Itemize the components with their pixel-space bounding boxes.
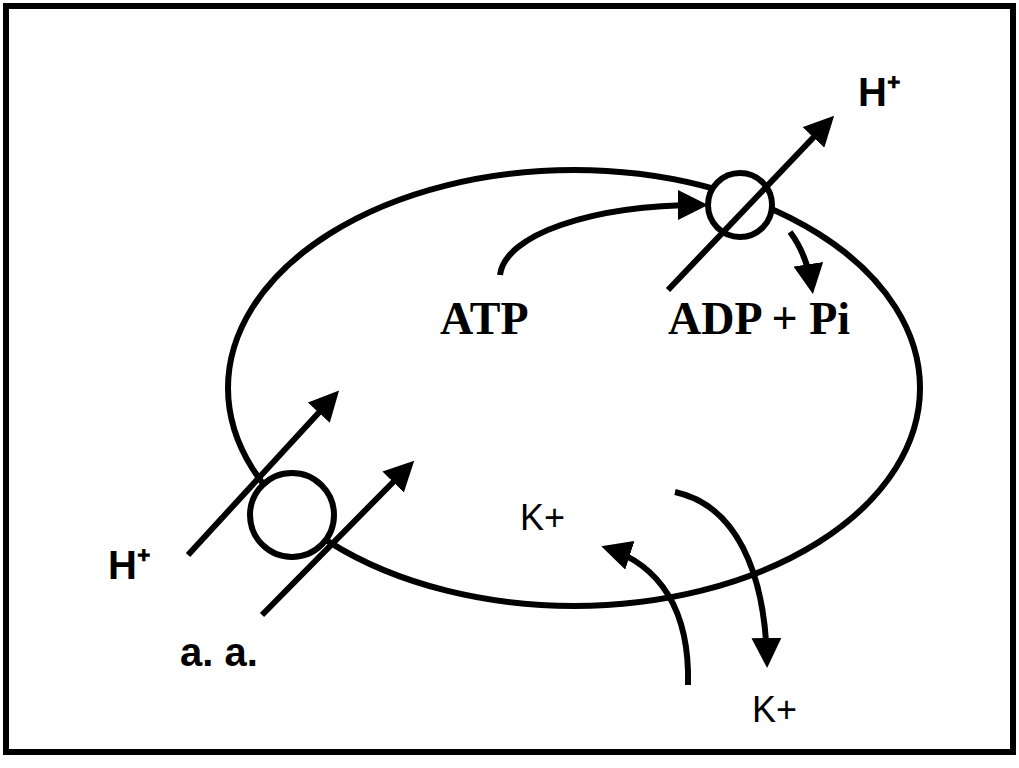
ion-label: K+ [752,692,797,728]
molecule-label: a. a. [180,632,258,672]
frame [6,6,1013,752]
symporter-circle [250,473,334,557]
pump-circle [708,173,772,237]
molecule-label: ATP [440,296,529,342]
ion-label: H⁺ [858,72,901,112]
potassium-in-arrow [607,548,688,685]
ion-label: H⁺ [108,545,151,585]
ion-label: K+ [520,500,565,536]
atp-arrow [500,205,702,275]
molecule-label: ADP + Pi [668,296,850,342]
proton-in-arrow [188,395,335,555]
amino-acid-arrow [262,465,410,615]
potassium-out-arrow [675,492,767,662]
adp-arrow [790,232,812,288]
